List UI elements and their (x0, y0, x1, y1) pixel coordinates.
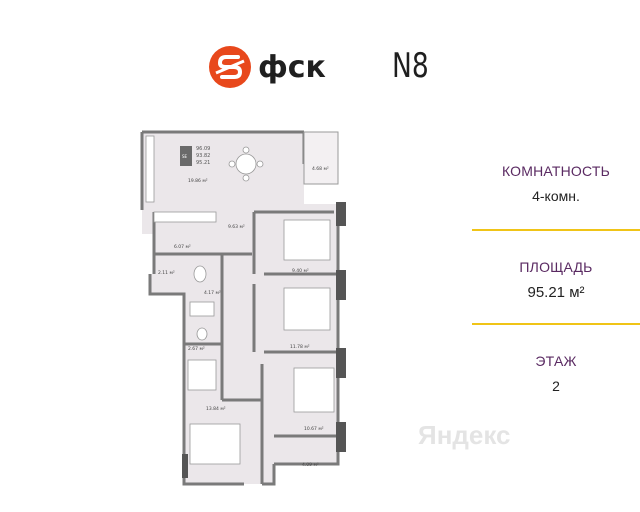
separator (472, 229, 640, 231)
room-hall-area: 6.07 м² (174, 244, 191, 250)
room-wardrobe-area: 2.11 м² (158, 270, 175, 276)
floor-label: ЭТАЖ (535, 353, 577, 369)
summary-total: 96.09 (196, 146, 210, 152)
rooms-info: КОМНАТНОСТЬ 4-комн. (472, 163, 640, 204)
brand-logo: фск (208, 45, 326, 89)
room-bathroom-2-area: 2.67 м² (188, 346, 205, 352)
room-bathroom-1-area: 4.17 м² (204, 290, 221, 296)
project-name: N8 (392, 46, 429, 86)
area-label: ПЛОЩАДЬ (519, 259, 593, 275)
summary-reduced: 95.21 (196, 160, 210, 166)
watermark: Яндекс (418, 420, 511, 450)
separator (472, 323, 640, 325)
room-bedroom-2-area: 11.78 м² (290, 344, 310, 350)
room-balcony-area: 4.68 м² (312, 166, 329, 172)
room-bedroom-1-area: 9.40 м² (292, 268, 309, 274)
area-info: ПЛОЩАДЬ 95.21 м² (472, 259, 640, 301)
floor-plan: SE 96.09 93.82 95.21 19.86 м² 4.68 м² 9.… (140, 130, 346, 486)
room-kitchen-living-area: 19.86 м² (188, 178, 208, 184)
summary-tag: SE (182, 154, 188, 159)
brand-logo-icon (209, 46, 251, 88)
floor-info: ЭТАЖ 2 (472, 353, 640, 394)
room-bedroom-4-area: 10.67 м² (304, 426, 324, 432)
brand-name: фск (258, 49, 326, 85)
floor-value: 2 (552, 378, 560, 394)
room-bedroom-3-area: 13.84 м² (206, 406, 226, 412)
summary-living: 93.82 (196, 153, 210, 159)
room-loggia-area: 4.09 м² (302, 462, 319, 468)
room-corridor-area: 9.63 м² (228, 224, 245, 230)
rooms-value: 4-комн. (532, 188, 580, 204)
rooms-label: КОМНАТНОСТЬ (501, 163, 611, 179)
area-value: 95.21 м² (527, 284, 585, 301)
